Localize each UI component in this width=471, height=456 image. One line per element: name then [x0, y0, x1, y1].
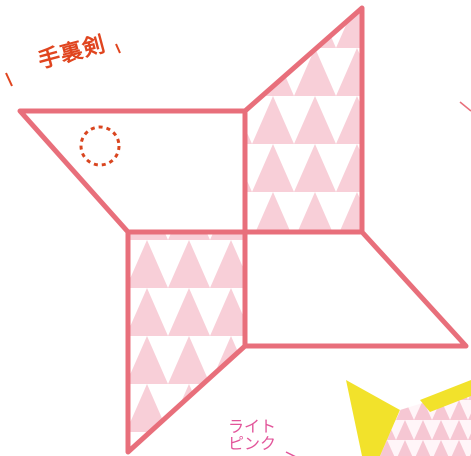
shuriken-outline [17, 5, 469, 455]
color-note: ライト ピンク [228, 418, 276, 452]
color-note-line2: ピンク [228, 434, 277, 453]
title-tick-right [115, 43, 121, 54]
note-tick [285, 451, 296, 456]
dotted-circle-icon [79, 125, 121, 167]
title-tick-left [5, 72, 13, 87]
edge-tick [459, 101, 471, 112]
patterned-origami-piece [380, 388, 471, 456]
yellow-origami-edge [420, 380, 471, 412]
patterned-panel-lower-left [128, 232, 245, 452]
patterned-panel-upper-right [245, 8, 362, 232]
yellow-origami-piece [346, 380, 400, 456]
color-note-line1: ライト [228, 417, 277, 436]
